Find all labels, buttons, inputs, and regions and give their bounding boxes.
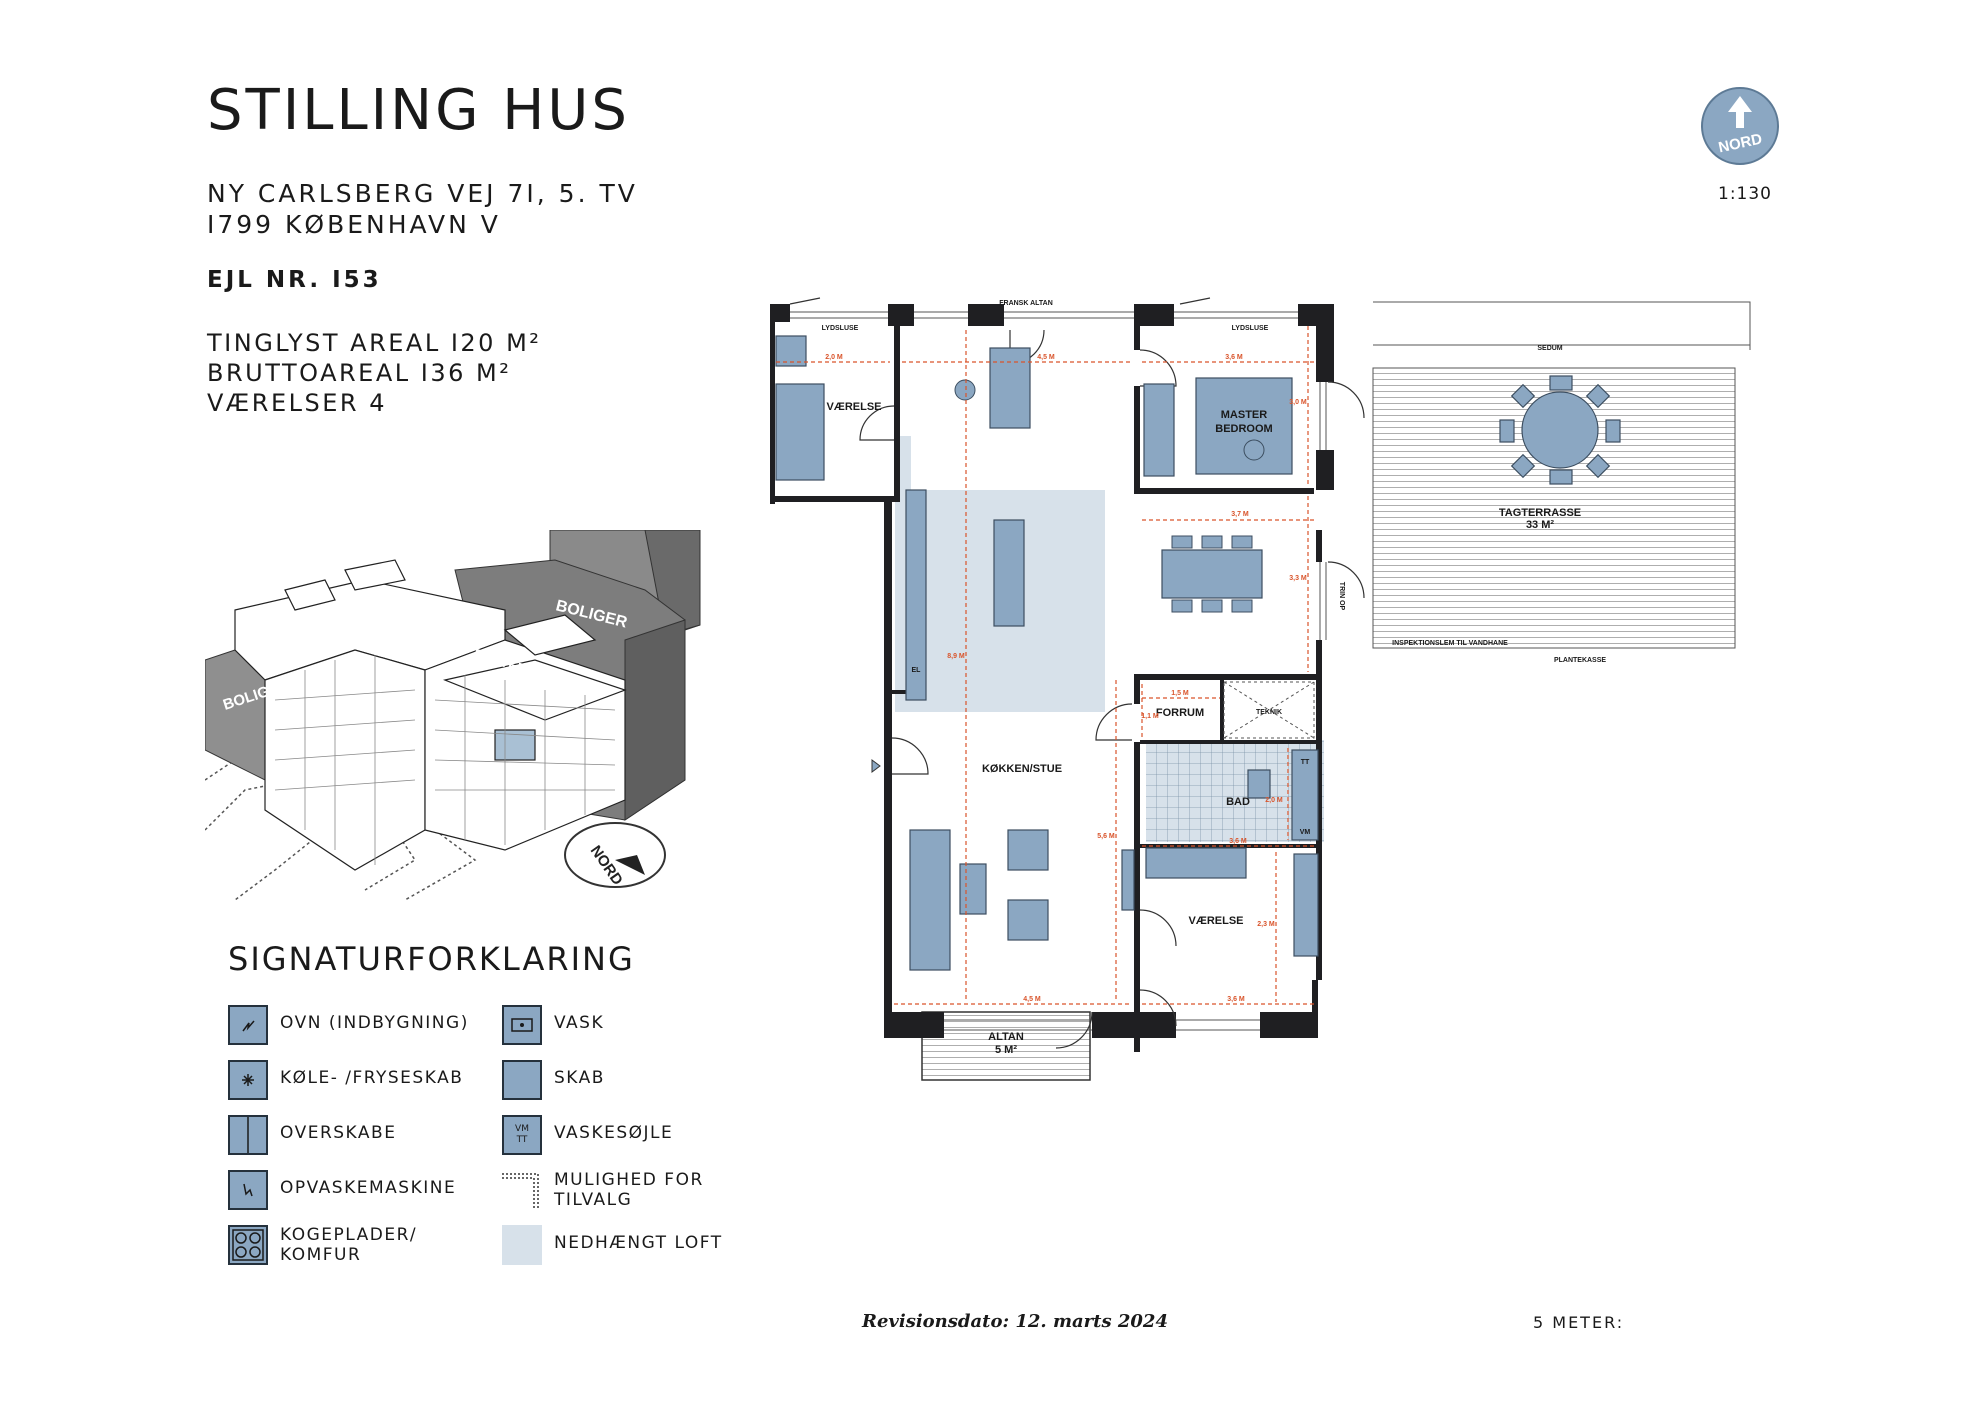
dim-2-0: 2,0 M <box>825 354 843 361</box>
label-inspection-hatch: INSPEKTIONSLEM TIL VANDHANE <box>1392 640 1508 647</box>
dim-3-6-top: 3,6 M <box>1225 354 1243 361</box>
sink-icon <box>502 1005 542 1045</box>
dim-3-6-bath: 3,6 M <box>1229 838 1247 845</box>
suspended-ceiling-icon <box>502 1225 542 1265</box>
oven-icon <box>228 1005 268 1045</box>
dim-8-9: 8,9 M <box>947 653 965 660</box>
dim-4-5-bottom: 4,5 M <box>1023 996 1041 1003</box>
label-step-up: TRIN OP <box>1338 582 1345 611</box>
drawing-scale: 1:130 <box>1718 184 1772 204</box>
registered-area: TINGLYST AREAL I20 M² <box>207 329 542 357</box>
floor-plan: VÆRELSE MASTER BEDROOM TAGTERRASSE 33 M²… <box>770 297 1751 1081</box>
balcony <box>921 1011 1091 1081</box>
gross-area: BRUTTOAREAL I36 M² <box>207 359 512 387</box>
label-dryer: TT <box>1301 759 1310 766</box>
unit-number: EJL NR. I53 <box>207 267 382 293</box>
room-bedroom-nw: VÆRELSE <box>826 401 881 413</box>
room-master-line1: MASTER <box>1221 409 1268 421</box>
north-compass-icon: NORD <box>1701 87 1779 165</box>
washer-column-icon: VM TT <box>502 1115 542 1155</box>
label-french-balcony: FRANSK ALTAN <box>999 300 1053 307</box>
room-entry: FORRUM <box>1156 707 1204 719</box>
room-roof-terrace: TAGTERRASSE <box>1499 507 1581 519</box>
dim-3-0: 3,0 M <box>1289 399 1307 406</box>
label-washer: VM <box>1300 829 1311 836</box>
room-roof-terrace-area: 33 M² <box>1526 519 1554 531</box>
label-sound-lock-left: LYDSLUSE <box>822 325 859 332</box>
dim-1-5: 1,5 M <box>1171 690 1189 697</box>
dim-1-1: 1,1 M <box>1141 713 1159 720</box>
dim-5-6: 5,6 M <box>1097 833 1115 840</box>
room-count: VÆRELSER 4 <box>207 389 387 417</box>
dim-2-3: 2,3 M <box>1257 921 1275 928</box>
revision-date: Revisionsdato: 12. marts 2024 <box>862 1311 1168 1332</box>
dishwasher-icon <box>228 1170 268 1210</box>
room-bath: BAD <box>1226 796 1250 808</box>
dim-3-3: 3,3 M <box>1289 575 1307 582</box>
label-electric: EL <box>912 667 922 674</box>
option-dashed-icon <box>502 1173 539 1210</box>
dim-4-5-top: 4,5 M <box>1037 354 1055 361</box>
cabinet-icon <box>502 1060 542 1100</box>
address-line-2: I799 KØBENHAVN V <box>207 210 501 239</box>
room-master-line2: BEDROOM <box>1215 423 1272 435</box>
fridge-icon <box>228 1060 268 1100</box>
overhead-cabinet-icon <box>228 1115 268 1155</box>
terrace-dining-table <box>1499 375 1621 485</box>
label-planter: PLANTEKASSE <box>1554 657 1606 664</box>
room-bedroom-se: VÆRELSE <box>1188 915 1243 927</box>
stove-icon <box>228 1225 268 1265</box>
address-line-1: NY CARLSBERG VEJ 7I, 5. TV <box>207 179 638 208</box>
label-technical-closet: TEKNIK <box>1256 709 1282 716</box>
scale-bar-label: 5 METER: <box>1533 1313 1625 1332</box>
room-balcony-area: 5 M² <box>995 1044 1017 1056</box>
unit-facts: TINGLYST AREAL I20 M² BRUTTOAREAL I36 M²… <box>207 328 541 418</box>
dim-3-7: 3,7 M <box>1231 511 1249 518</box>
room-balcony: ALTAN <box>988 1031 1024 1043</box>
label-sound-lock-right: LYDSLUSE <box>1232 325 1269 332</box>
project-title: STILLING HUS <box>207 78 630 143</box>
legend-title: SIGNATURFORKLARING <box>228 940 635 978</box>
entrance-marker-icon <box>871 759 881 773</box>
room-kitchen-living: KØKKEN/STUE <box>982 763 1062 775</box>
label-sedum: SEDUM <box>1537 345 1562 352</box>
address: NY CARLSBERG VEJ 7I, 5. TV I799 KØBENHAV… <box>207 178 638 240</box>
dim-3-6-bottom: 3,6 M <box>1227 996 1245 1003</box>
dim-2-0-bath: 2,0 M <box>1265 797 1283 804</box>
building-context-3d: BOLIGER ERHVERV BOLIGER NORD <box>205 530 701 900</box>
